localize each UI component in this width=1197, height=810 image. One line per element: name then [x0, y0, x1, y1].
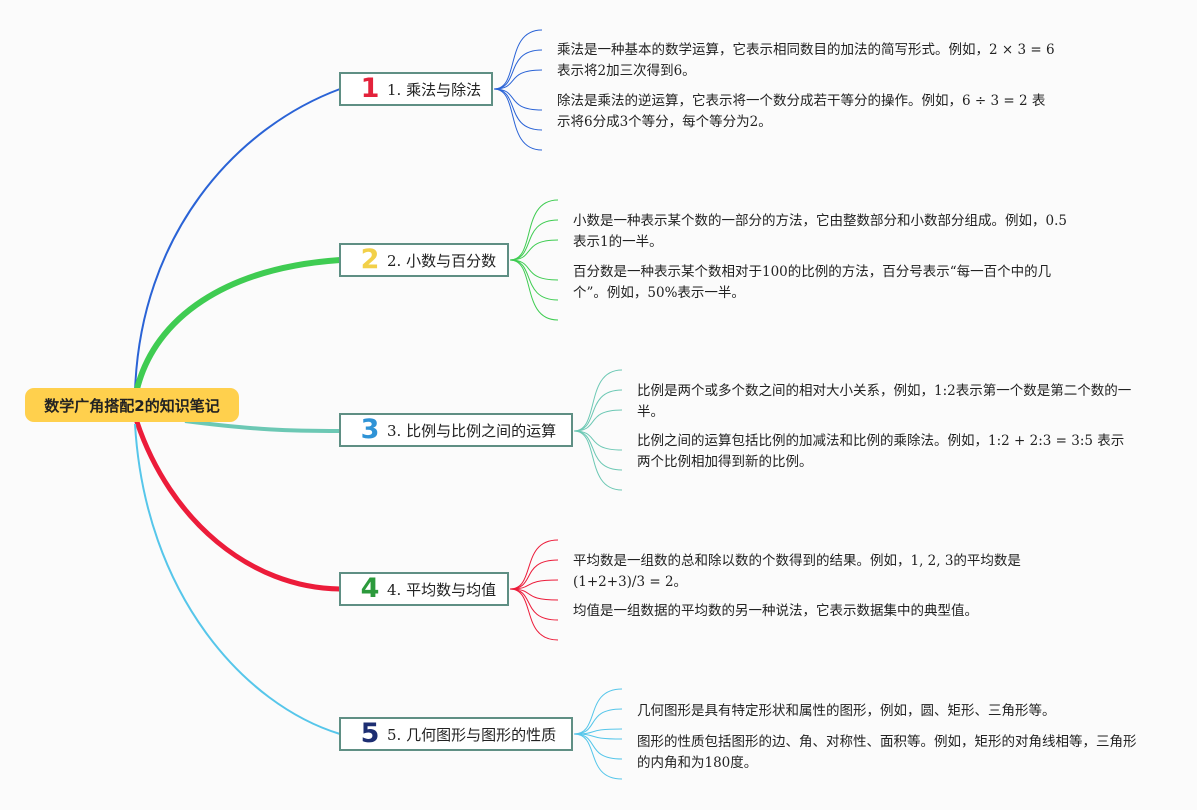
- branch-3-label: 3. 比例与比例之间的运算: [387, 421, 557, 440]
- branch-4-note-2: 均值是一组数据的平均数的另一种说法，它表示数据集中的典型值。: [573, 603, 978, 619]
- main-connector-4: [134, 419, 343, 592]
- branch-3-fan-line-6: [573, 430, 623, 491]
- branch-2-fan-line-1: [509, 199, 559, 261]
- branch-3-fan-line-3: [573, 409, 623, 432]
- branch-5-fan-line-1: [573, 688, 623, 735]
- branch-1-topic[interactable]: 1 1. 乘法与除法: [339, 72, 493, 106]
- branch-1-fan-line-1: [493, 29, 543, 90]
- branch-1-fan-line-6: [493, 88, 543, 151]
- root-title: 数学广角搭配2的知识笔记: [44, 396, 220, 415]
- main-connector-1: [134, 88, 341, 393]
- branch-3-fan-line-1: [573, 369, 623, 432]
- branch-1-fan-line-3: [493, 69, 543, 90]
- branch-4-fan-line-1: [509, 539, 559, 590]
- branch-4-label: 4. 平均数与均值: [387, 580, 497, 599]
- number-5-icon: 5: [360, 718, 380, 749]
- branch-2-fan-line-3: [509, 239, 559, 261]
- branch-4-fan-line-5: [509, 588, 559, 621]
- branch-4-topic[interactable]: 4 4. 平均数与均值: [339, 572, 509, 606]
- number-4-icon: 4: [360, 573, 380, 604]
- branch-4-fan-line-6: [509, 588, 559, 641]
- branch-1-note-2: 除法是乘法的逆运算，它表示将一个数分成若干等分的操作。例如，6 ÷ 3 = 2 …: [557, 93, 1046, 130]
- branch-3-topic[interactable]: 3 3. 比例与比例之间的运算: [339, 413, 573, 447]
- branch-3-note-2: 比例之间的运算包括比例的加减法和比例的乘除法。例如，1:2 + 2:3 = 3:…: [637, 433, 1125, 470]
- branch-2-fan-line-2: [509, 219, 559, 261]
- branch-2-note-2: 百分数是一种表示某个数相对于100的比例的方法，百分号表示“每一百个中的几个”。…: [573, 264, 1052, 301]
- branch-5-fan-line-6: [573, 733, 623, 780]
- branch-1-note-1: 乘法是一种基本的数学运算，它表示相同数目的加法的简写形式。例如，2 × 3 = …: [557, 42, 1055, 79]
- branch-1-fan-line-4: [493, 88, 543, 111]
- main-connector-5: [134, 423, 341, 735]
- main-connector-3: [184, 419, 341, 433]
- branch-5-note-1: 几何图形是具有特定形状和属性的图形，例如，圆、矩形、三角形等。: [637, 703, 1056, 719]
- number-3-icon: 3: [360, 414, 380, 445]
- branch-5-fan-line-2: [573, 708, 623, 735]
- branch-1-fan-line-2: [493, 49, 543, 90]
- branch-5-note-2: 图形的性质包括图形的边、角、对称性、面积等。例如，矩形的对角线相等，三角形的内角…: [637, 734, 1137, 771]
- branch-3-fan-line-4: [573, 430, 623, 451]
- branch-4-fan-line-4: [509, 588, 559, 601]
- branch-4-fan-line-3: [509, 579, 559, 590]
- number-2-icon: 2: [360, 244, 380, 275]
- branch-5-label: 5. 几何图形与图形的性质: [387, 725, 557, 744]
- main-connector-2: [134, 257, 343, 392]
- branch-4-note-1: 平均数是一组数的总和除以数的个数得到的结果。例如，1, 2, 3的平均数是(1+…: [573, 553, 1021, 590]
- branch-2-note-1: 小数是一种表示某个数的一部分的方法，它由整数部分和小数部分组成。例如，0.5表示…: [573, 213, 1067, 250]
- branch-4-fan-line-2: [509, 559, 559, 590]
- number-1-icon: 1: [360, 73, 380, 104]
- branch-2-fan-line-4: [509, 259, 559, 281]
- branch-3-fan-line-5: [573, 430, 623, 471]
- branch-2-fan-line-6: [509, 259, 559, 321]
- branch-2-topic[interactable]: 2 2. 小数与百分数: [339, 243, 509, 277]
- root-topic[interactable]: 数学广角搭配2的知识笔记: [25, 388, 239, 422]
- branch-5-fan-line-4: [573, 733, 623, 740]
- branch-5-fan-line-5: [573, 733, 623, 760]
- branch-1-label: 1. 乘法与除法: [387, 80, 482, 99]
- branch-3-note-1: 比例是两个或多个数之间的相对大小关系，例如，1:2表示第一个数是第二个数的一半。: [637, 383, 1132, 420]
- branch-2-label: 2. 小数与百分数: [387, 251, 497, 270]
- branch-3-fan-line-2: [573, 389, 623, 432]
- branch-5-topic[interactable]: 5 5. 几何图形与图形的性质: [339, 717, 573, 751]
